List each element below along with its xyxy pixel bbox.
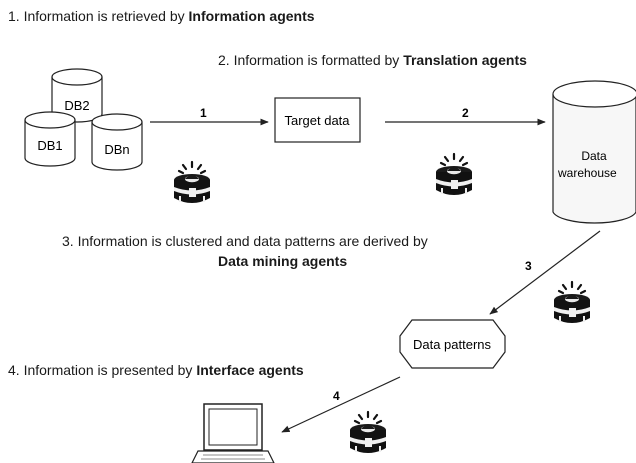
warehouse-label-1: Data xyxy=(581,149,607,163)
dbn-cylinder: DBn xyxy=(91,113,143,171)
arrow-4 xyxy=(281,376,401,433)
arrow-4-label: 4 xyxy=(333,389,340,403)
db2-cylinder: DB2 xyxy=(51,68,103,123)
arrow-1-label: 1 xyxy=(200,106,207,120)
step-2-caption: 2. Information is formatted by Translati… xyxy=(218,52,527,68)
agent-robot-icon xyxy=(434,152,474,197)
arrow-2-label: 2 xyxy=(462,106,469,120)
arrow-3 xyxy=(489,230,601,315)
step-3-agent: Data mining agents xyxy=(218,253,348,269)
target-data-box xyxy=(274,97,361,143)
db1-cylinder: DB1 xyxy=(24,111,76,167)
step-4-agent: Interface agents xyxy=(196,362,304,378)
step-1-text: 1. Information is retrieved by xyxy=(8,8,189,24)
agent-robot-icon xyxy=(172,160,212,205)
data-patterns-label: Data patterns xyxy=(413,337,492,352)
step-2-text: 2. Information is formatted by xyxy=(218,52,404,68)
step-1-caption: 1. Information is retrieved by Informati… xyxy=(8,8,315,24)
data-patterns-box xyxy=(399,319,506,369)
db2-label: DB2 xyxy=(64,98,89,113)
warehouse-label-2: warehouse xyxy=(557,166,617,180)
step-1-agent: Information agents xyxy=(188,8,315,24)
data-warehouse-cylinder: Data warehouse xyxy=(552,80,636,224)
agent-robot-icon xyxy=(348,410,388,455)
laptop-icon xyxy=(191,403,275,463)
step-4-caption: 4. Information is presented by Interface… xyxy=(8,362,304,378)
target-data-label: Target data xyxy=(284,113,350,128)
dbn-label: DBn xyxy=(104,142,129,157)
agent-robot-icon xyxy=(552,280,592,325)
step-4-text: 4. Information is presented by xyxy=(8,362,197,378)
step-3-caption: 3. Information is clustered and data pat… xyxy=(62,233,428,249)
db1-label: DB1 xyxy=(37,138,62,153)
arrow-3-label: 3 xyxy=(525,259,532,273)
step-2-agent: Translation agents xyxy=(403,52,527,68)
